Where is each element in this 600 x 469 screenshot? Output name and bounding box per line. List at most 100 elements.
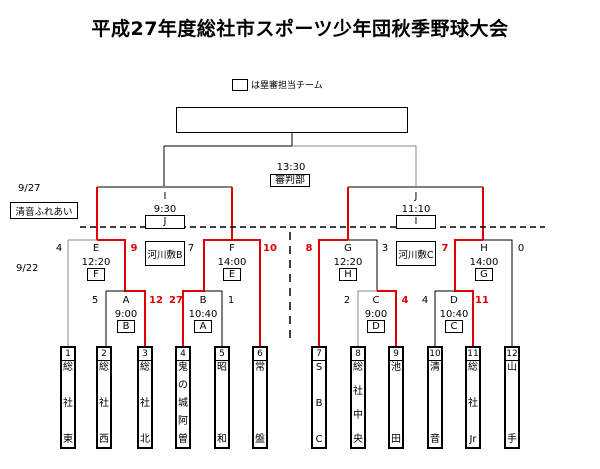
team-number: 8 xyxy=(352,348,364,361)
game-C-label: C xyxy=(372,295,380,306)
game-G-win2 xyxy=(377,290,397,346)
team-number: 3 xyxy=(139,348,151,361)
venue-semifinal: 清音ふれあい xyxy=(10,202,78,219)
game-D-referee: C xyxy=(445,320,463,333)
game-A-referee: B xyxy=(117,320,135,333)
team-name-char: B xyxy=(315,398,323,409)
team-name: 総社東 xyxy=(62,361,74,447)
game-G-win xyxy=(318,239,348,346)
team-name-char: の xyxy=(178,380,188,391)
venue-left-block: 河川敷B xyxy=(145,241,185,266)
game-J-time: 11:10 xyxy=(401,204,431,215)
game-H-score-right: 0 xyxy=(517,243,525,254)
game-D-time: 10:40 xyxy=(439,309,469,320)
game-F-time: 14:00 xyxy=(217,257,247,268)
team-name-char: 総 xyxy=(353,362,363,373)
team-name-char: 池 xyxy=(391,362,401,373)
team-name-char: 北 xyxy=(140,434,150,445)
team-name-char: 常 xyxy=(255,362,265,373)
team-name: 総社中央 xyxy=(352,361,364,447)
final-time: 13:30 xyxy=(276,162,306,173)
team-name-char: 城 xyxy=(178,398,188,409)
team-name: 常盤 xyxy=(254,361,266,447)
legend-label: は塁審担当チーム xyxy=(251,81,323,91)
team-name-char: Jr xyxy=(469,434,477,445)
legend-swatch xyxy=(232,78,248,91)
game-B-score-left: 27 xyxy=(169,295,183,306)
game-C-time: 9:00 xyxy=(364,309,388,320)
game-B-referee: A xyxy=(194,320,212,333)
game-E-score-left: 4 xyxy=(55,243,63,254)
team-name-char: 社 xyxy=(468,398,478,409)
team-name-char: 昭 xyxy=(217,362,227,373)
game-B-label: B xyxy=(199,295,207,306)
team-name-char: 鬼 xyxy=(178,362,188,373)
team-name-char: 阿 xyxy=(178,416,188,427)
game-G-score-left: 8 xyxy=(305,243,313,254)
game-F-score-left: 7 xyxy=(187,243,195,254)
game-E-label: E xyxy=(92,243,100,254)
team-name-char: C xyxy=(315,434,323,445)
game-G-time: 12:20 xyxy=(333,257,363,268)
team-number: 5 xyxy=(216,348,228,361)
game-H-label: H xyxy=(480,243,488,254)
team-name-char: 総 xyxy=(140,362,150,373)
team-name-char: 田 xyxy=(391,434,401,445)
team-name-char: 中 xyxy=(353,410,363,421)
game-A-time: 9:00 xyxy=(114,309,138,320)
team-name-char: S xyxy=(315,362,323,373)
team-name: 総社西 xyxy=(98,361,110,447)
game-H-right xyxy=(483,239,513,346)
team-name-char: 手 xyxy=(507,434,517,445)
team-number: 10 xyxy=(429,349,441,361)
team-number: 11 xyxy=(467,349,479,361)
team-name-char: 清 xyxy=(430,362,440,373)
game-D-score-right: 11 xyxy=(475,295,489,306)
team-name-char: 山 xyxy=(507,362,517,373)
date-semifinal: 9/27 xyxy=(18,183,41,194)
game-J-label: J xyxy=(414,191,418,202)
game-I-referee: J xyxy=(145,215,185,229)
game-C-referee: D xyxy=(367,320,385,333)
team-name: 池田 xyxy=(390,361,402,447)
date-early-rounds: 9/22 xyxy=(16,263,39,274)
team-number: 2 xyxy=(98,348,110,361)
team-name: 清音 xyxy=(429,361,441,447)
game-A-score-left: 5 xyxy=(91,295,99,306)
game-I-label: I xyxy=(163,191,167,202)
team-name-char: 曽 xyxy=(178,434,188,445)
team-number: 1 xyxy=(62,348,74,361)
game-C-score-left: 2 xyxy=(343,295,351,306)
venue-right-block: 河川敷C xyxy=(396,241,436,266)
team-name: 昭和 xyxy=(216,361,228,447)
team-name-char: 西 xyxy=(99,434,109,445)
team-name-char: 総 xyxy=(99,362,109,373)
team-name-char: 東 xyxy=(63,434,73,445)
team-number: 7 xyxy=(313,348,325,361)
team-name-char: 社 xyxy=(63,398,73,409)
team-name-char: 社 xyxy=(99,398,109,409)
game-H-time: 14:00 xyxy=(469,257,499,268)
team-name-char: 総 xyxy=(63,362,73,373)
game-H-referee: G xyxy=(475,268,493,281)
team-name-char: 総 xyxy=(468,362,478,373)
team-name: 山手 xyxy=(506,361,518,447)
game-C-left xyxy=(357,290,377,346)
game-E-score-right: 9 xyxy=(130,243,138,254)
team-number: 12 xyxy=(506,349,518,361)
champion-box xyxy=(176,107,408,133)
game-G-score-right: 3 xyxy=(381,243,389,254)
team-name: 鬼の城阿曽 xyxy=(177,361,189,447)
game-J-referee: I xyxy=(396,215,436,229)
game-A-label: A xyxy=(122,295,130,306)
